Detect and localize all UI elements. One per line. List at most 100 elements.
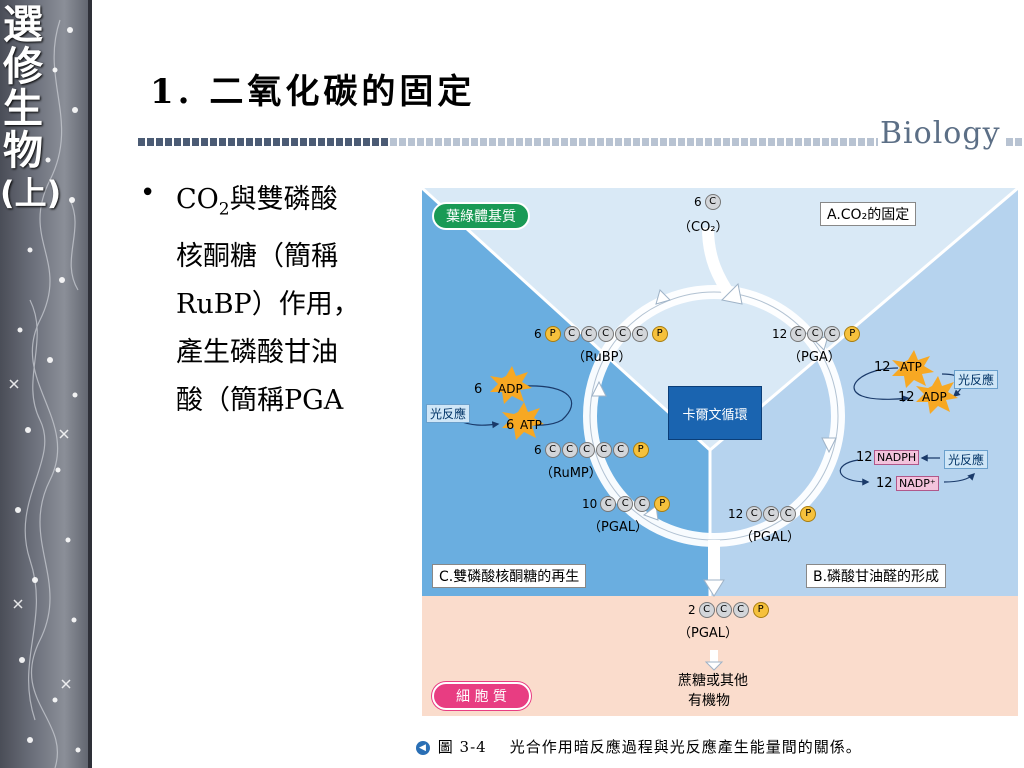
carbon-dot: C [563, 326, 580, 342]
carbon-dot: C [704, 194, 721, 210]
figure-caption: ◀ 圖 3-4 光合作用暗反應過程與光反應產生能量間的關係。 [416, 736, 862, 757]
carbon-dot: C [715, 602, 732, 618]
bullet-text: CO2與雙磷酸 核酮糖（簡稱 RuBP）作用， 產生磷酸甘油 酸（簡稱PGA [176, 176, 416, 425]
pga-molecule: 12 C C C P [772, 326, 861, 342]
carbon-dot: C [790, 326, 807, 342]
phosphate-dot: P [632, 442, 649, 458]
phosphate-dot: P [800, 506, 817, 522]
region-b-label: B.磷酸甘油醛的形成 [806, 564, 947, 588]
carbon-dot: C [763, 506, 780, 522]
bullet-line-4: 產生磷酸甘油 [176, 337, 338, 369]
course-char: 生 [3, 86, 43, 132]
atp-c-label: ATP [520, 418, 542, 432]
pgal2-count: 2 [688, 603, 696, 617]
carbon-dot: C [614, 326, 631, 342]
pgal12-molecule: 12 C C C P [728, 506, 817, 522]
decorative-sidebar: 選 修 生 物 (上) [0, 0, 92, 768]
carbon-dot: C [578, 442, 595, 458]
carbon-dot: C [561, 442, 578, 458]
carbon-dot: C [617, 496, 634, 512]
nadph-label: NADPH [874, 450, 920, 465]
atp-c-count: 6 [506, 418, 515, 433]
carbon-dot: C [807, 326, 824, 342]
bullet-line-5: 酸（簡稱PGA [176, 385, 344, 417]
region-c-label: C.雙磷酸核酮糖的再生 [432, 564, 587, 588]
calvin-cycle-label: 卡爾文循環 [668, 386, 762, 440]
course-char: 修 [3, 44, 43, 90]
light-reaction-c: 光反應 [426, 404, 471, 423]
bullet-line-1: CO2與雙磷酸 [176, 176, 416, 233]
rubp-count: 6 [534, 327, 542, 341]
pgal2-molecule: 2 C C C P [688, 602, 769, 618]
brand-logo: Biology [880, 116, 1001, 151]
pgal12-count: 12 [728, 507, 744, 521]
bullet-dot: • [140, 178, 156, 208]
atp-a-count: 12 [874, 360, 891, 375]
carbon-dot: C [732, 602, 749, 618]
carbon-dot: C [597, 326, 614, 342]
rubp-molecule: 6 P C C C C C P [534, 326, 668, 342]
course-title: 選 修 生 物 (上) [0, 2, 62, 214]
atp-a-label: ATP [900, 360, 922, 374]
pga-name: （PGA） [788, 350, 841, 365]
rump-name: （RuMP） [540, 466, 602, 481]
carbon-dot: C [580, 326, 597, 342]
pgal10-count: 10 [582, 497, 598, 511]
cytoplasm-label: 細 胞 質 [432, 682, 531, 710]
sugar-output-line2: 有機物 [688, 693, 730, 709]
carbon-dot: C [746, 506, 763, 522]
pgal10-name: （PGAL） [588, 520, 649, 535]
carbon-dot: C [824, 326, 841, 342]
phosphate-dot: P [752, 602, 769, 618]
carbon-dot: C [612, 442, 629, 458]
figure-icon: ◀ [416, 741, 430, 755]
caption-text: 光合作用暗反應過程與光反應產生能量間的關係。 [509, 738, 862, 756]
carbon-dot: C [780, 506, 797, 522]
pgal2-name: （PGAL） [678, 626, 739, 641]
carbon-dot: C [634, 496, 651, 512]
co2-count: 6 [694, 195, 702, 209]
stroma-label: 葉綠體基質 [432, 202, 530, 230]
carbon-dot: C [631, 326, 648, 342]
light-reaction-a: 光反應 [954, 370, 999, 389]
pga-count: 12 [772, 327, 788, 341]
bullet-line-3: RuBP）作用， [176, 289, 360, 321]
co2-subscript: 2 [218, 199, 230, 220]
light-reaction-b: 光反應 [944, 450, 989, 469]
sugar-output-line1: 蔗糖或其他 [678, 673, 748, 689]
adp-c-count: 6 [474, 382, 483, 397]
title-divider [138, 136, 878, 148]
phosphate-dot: P [544, 326, 561, 342]
phosphate-dot: P [651, 326, 668, 342]
carbon-dot: C [544, 442, 561, 458]
slide-title: 1. 二氧化碳的固定 [150, 72, 476, 112]
region-a-label: A.CO₂的固定 [820, 202, 917, 226]
sidebar-rail [88, 0, 92, 768]
course-char: 物 [3, 128, 43, 174]
adp-c-label: ADP [498, 382, 523, 396]
co2-molecule: 6 C [694, 194, 722, 210]
carbon-dot: C [698, 602, 715, 618]
brand-dashes [1006, 138, 1022, 146]
bullet-line-1-rest: 與雙磷酸 [229, 184, 338, 215]
pgal10-molecule: 10 C C C P [582, 496, 671, 512]
bullet-line-2: 核酮糖（簡稱 [176, 241, 338, 273]
course-char: (上) [0, 174, 62, 212]
nadph-count: 12 [856, 450, 873, 465]
rubp-name: （RuBP） [572, 350, 632, 365]
co2-name: （CO₂） [678, 220, 729, 235]
adp-a-label: ADP [922, 390, 947, 404]
rump-count: 6 [534, 443, 542, 457]
phosphate-dot: P [654, 496, 671, 512]
figure-number: 圖 3-4 [437, 738, 487, 756]
vine-pattern [9, 19, 81, 768]
nadp-label: NADP⁺ [896, 476, 939, 491]
phosphate-dot: P [844, 326, 861, 342]
calvin-cycle-figure: 葉綠體基質 細 胞 質 A.CO₂的固定 B.磷酸甘油醛的形成 C.雙磷酸核酮糖… [422, 188, 1018, 716]
course-char: 選 [3, 2, 43, 48]
nadp-count: 12 [876, 476, 893, 491]
carbon-dot: C [595, 442, 612, 458]
co2-text: CO [176, 184, 219, 215]
rump-molecule: 6 C C C C C P [534, 442, 649, 458]
carbon-dot: C [600, 496, 617, 512]
